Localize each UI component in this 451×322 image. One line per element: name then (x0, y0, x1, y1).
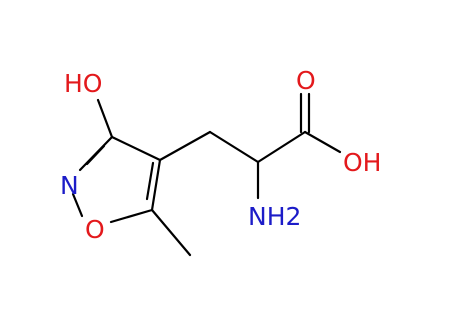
bond-c4-ch2 (158, 130, 212, 162)
bond-c5-c4-inner (145, 161, 155, 201)
bond-c-oh (303, 130, 342, 154)
bond-c3-c4 (110, 135, 162, 162)
bond-calpha-cooh (256, 130, 307, 164)
acid-hydroxyl-label: OH (343, 148, 381, 177)
ring-oxygen-label: O (85, 215, 105, 244)
ring-nitrogen-label: N (60, 171, 79, 200)
ring-hydroxyl-label: HO (64, 69, 102, 98)
amine-label: NH2 (248, 202, 301, 231)
carbonyl-oxygen-label: O (296, 66, 316, 95)
bond-n-o (71, 192, 84, 218)
bond-c5-c4-outer (150, 158, 162, 212)
bond-ch2-calpha (208, 130, 260, 164)
bond-c5-methyl (150, 208, 192, 257)
bond-o-c5 (109, 208, 154, 224)
bond-c3-oh (96, 98, 114, 139)
bond-c3-n-inner (85, 144, 106, 166)
